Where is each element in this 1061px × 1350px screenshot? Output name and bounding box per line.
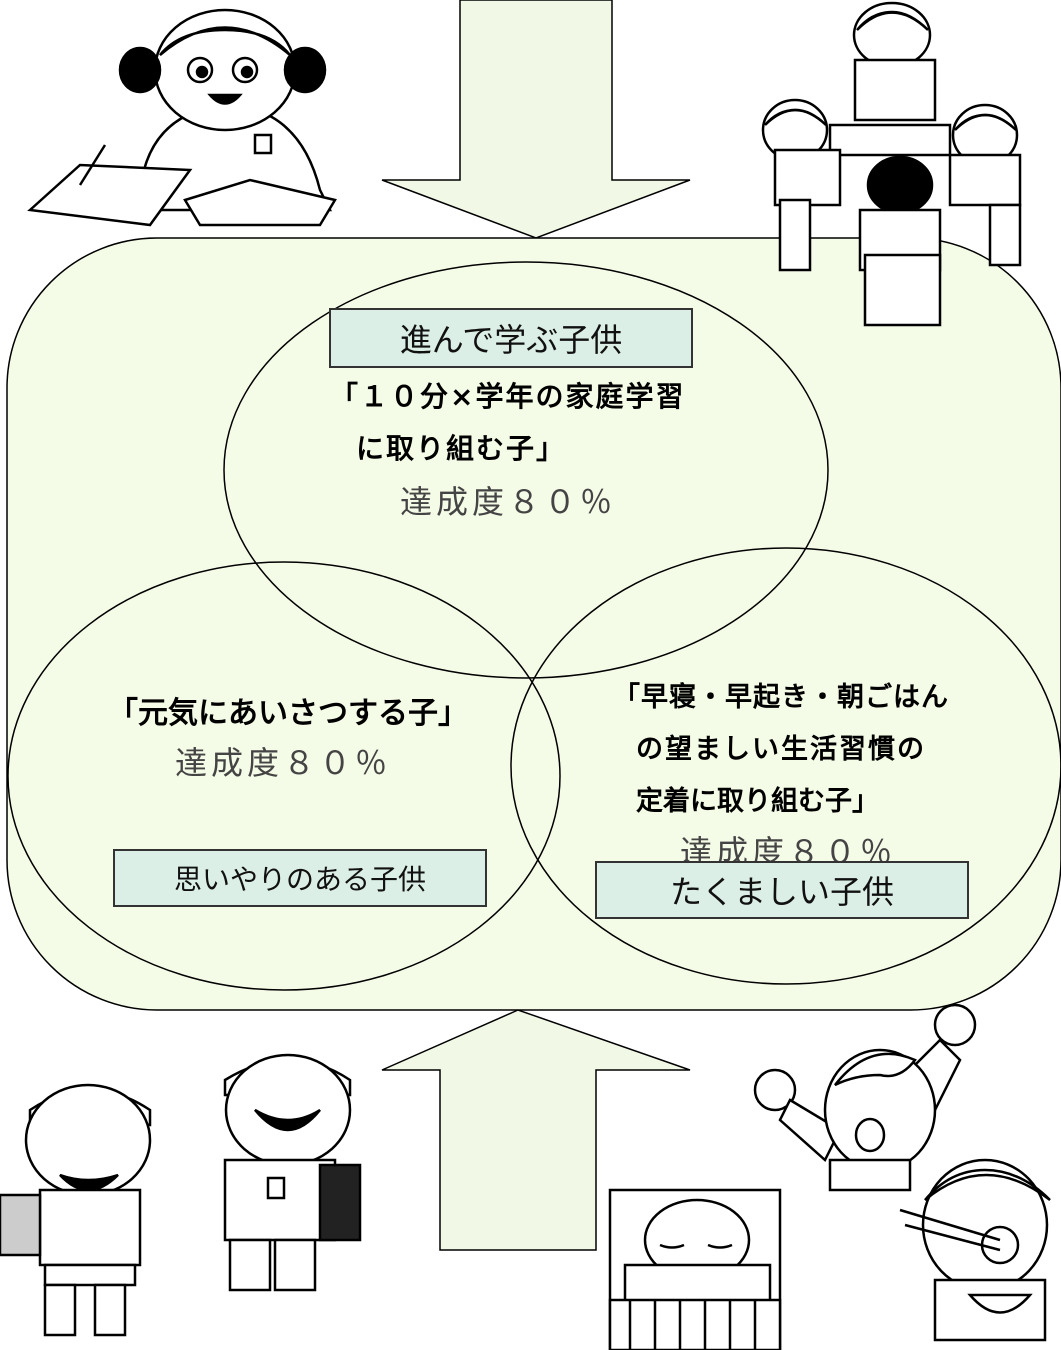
- health-goal-line1: 「早寝・早起き・朝ごはん: [613, 682, 949, 713]
- child-sleeping-illustration: [608, 1188, 782, 1350]
- study-goal-line1: 「１０分×学年の家庭学習: [330, 380, 686, 413]
- study-achievement: 達成度８０％: [400, 483, 617, 521]
- kindness-achievement: 達成度８０％: [175, 744, 392, 782]
- label-health-text: たくましい子供: [669, 873, 894, 911]
- arrow-up: [381, 1009, 691, 1251]
- health-goal-line3: 定着に取り組む子」: [636, 786, 879, 817]
- label-kindness-text: 思いやりのある子供: [173, 863, 426, 896]
- children-group-illustration: [761, 1, 1022, 327]
- circle-kindness: [7, 561, 561, 991]
- child-studying-illustration: [27, 8, 337, 227]
- label-study-text: 進んで学ぶ子供: [399, 321, 623, 359]
- label-kindness: 思いやりのある子供: [113, 849, 487, 907]
- circle-study: [223, 261, 829, 679]
- children-greeting-illustration: [0, 1053, 362, 1337]
- kindness-goal-line1: 「元気にあいさつする子」: [108, 696, 468, 731]
- study-goal-line2: に取り組む子」: [356, 432, 567, 465]
- circle-health: [510, 547, 1061, 985]
- arrow-down: [381, 0, 691, 239]
- label-study: 進んで学ぶ子供: [329, 308, 693, 368]
- label-health: たくましい子供: [595, 861, 969, 919]
- child-eating-illustration: [899, 1158, 1051, 1342]
- goals-panel: [6, 237, 1061, 1011]
- health-goal-line2: の望ましい生活習慣の: [636, 734, 926, 765]
- child-waking-up-illustration: [753, 1003, 977, 1192]
